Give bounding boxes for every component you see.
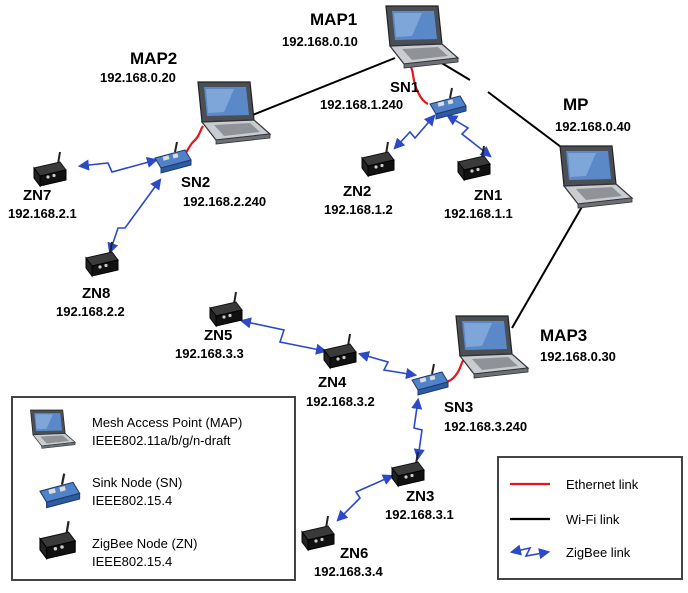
legend-zigbee-line — [509, 544, 551, 560]
zn6-ip: 192.168.3.4 — [314, 564, 383, 579]
map1-laptop-icon — [385, 5, 459, 69]
map3-laptop-icon — [455, 315, 529, 379]
legend-wifi-label: Wi-Fi link — [566, 512, 620, 527]
legend-ethernet-label: Ethernet link — [566, 477, 639, 492]
sn2-name: SN2 — [181, 174, 210, 191]
zn2-zigbee-node-icon — [361, 141, 395, 177]
mp-name: MP — [563, 95, 589, 114]
zigbee-link-zn5-zn4 — [239, 317, 328, 355]
wifi-link-mp-map3 — [511, 204, 584, 329]
zigbee-link-zn8-sn2 — [107, 178, 162, 255]
zigbee-link-zn1-sn1 — [446, 114, 492, 158]
legend-sn-standard: IEEE802.15.4 — [92, 493, 172, 508]
sn2-ip: 192.168.2.240 — [183, 194, 266, 209]
zigbee-links — [77, 114, 492, 522]
zn4-name: ZN4 — [318, 374, 347, 391]
wifi-link-map2-map1 — [244, 57, 396, 119]
legend-sn-title: Sink Node (SN) — [92, 475, 182, 490]
wifi-link-map1-mp-b — [487, 91, 566, 151]
zigbee-link-zn2-sn1 — [393, 114, 436, 150]
sn3-name: SN3 — [444, 399, 473, 416]
sn3-sink-node-icon — [411, 363, 449, 396]
zn2-name: ZN2 — [343, 183, 371, 200]
zn7-zigbee-node-icon — [33, 151, 67, 187]
zn2-ip: 192.168.1.2 — [324, 202, 393, 217]
zn1-name: ZN1 — [474, 187, 502, 204]
wifi-links — [244, 57, 584, 329]
zn3-name: ZN3 — [406, 488, 434, 505]
sn3-ip: 192.168.3.240 — [444, 419, 527, 434]
zn4-zigbee-node-icon — [323, 333, 357, 369]
mp-ip: 192.168.0.40 — [555, 119, 631, 134]
zn8-zigbee-node-icon — [85, 241, 119, 277]
legend-zn-standard: IEEE802.15.4 — [92, 554, 172, 569]
sn1-name: SN1 — [390, 79, 419, 96]
zn6-zigbee-node-icon — [301, 515, 335, 551]
sn2-sink-node-icon — [154, 141, 192, 174]
zn7-name: ZN7 — [23, 187, 51, 204]
device-legend: Mesh Access Point (MAP) IEEE802.11a/b/g/… — [11, 396, 296, 581]
zn5-name: ZN5 — [204, 327, 232, 344]
zn7-ip: 192.168.2.1 — [8, 206, 77, 221]
zigbee-link-sn3-zn3 — [411, 397, 425, 461]
zn5-ip: 192.168.3.3 — [175, 346, 244, 361]
legend-map-standard: IEEE802.11a/b/g/n-draft — [92, 433, 231, 448]
zn3-zigbee-node-icon — [391, 451, 425, 487]
legend-zn-title: ZigBee Node (ZN) — [92, 536, 197, 551]
wifi-link-map1-mp-a — [439, 61, 471, 81]
legend-zigbee-label: ZigBee link — [566, 545, 631, 560]
zn1-ip: 192.168.1.1 — [444, 206, 513, 221]
zn4-ip: 192.168.3.2 — [306, 394, 375, 409]
mp-laptop-icon — [559, 145, 633, 209]
zn5-zigbee-node-icon — [209, 291, 243, 327]
sn1-sink-node-icon — [429, 87, 467, 120]
zn8-name: ZN8 — [82, 285, 110, 302]
map2-ip: 192.168.0.20 — [100, 70, 176, 85]
legend-map-title: Mesh Access Point (MAP) — [92, 415, 242, 430]
zn3-ip: 192.168.3.1 — [385, 507, 454, 522]
zigbee-link-zn7-sn2 — [77, 156, 159, 173]
map1-name: MAP1 — [310, 10, 357, 29]
zn1-zigbee-node-icon — [457, 145, 491, 181]
map1-ip: 192.168.0.10 — [282, 34, 358, 49]
link-legend: Ethernet link Wi-Fi link ZigBee link — [497, 456, 683, 580]
zn6-name: ZN6 — [340, 545, 368, 562]
zigbee-link-zn6-zn3 — [336, 474, 395, 522]
zigbee-link-zn4-sn3 — [357, 351, 418, 380]
zn8-ip: 192.168.2.2 — [56, 304, 125, 319]
map3-name: MAP3 — [540, 326, 587, 345]
sn1-ip: 192.168.1.240 — [320, 97, 403, 112]
map2-name: MAP2 — [130, 49, 177, 68]
map3-ip: 192.168.0.30 — [540, 349, 616, 364]
